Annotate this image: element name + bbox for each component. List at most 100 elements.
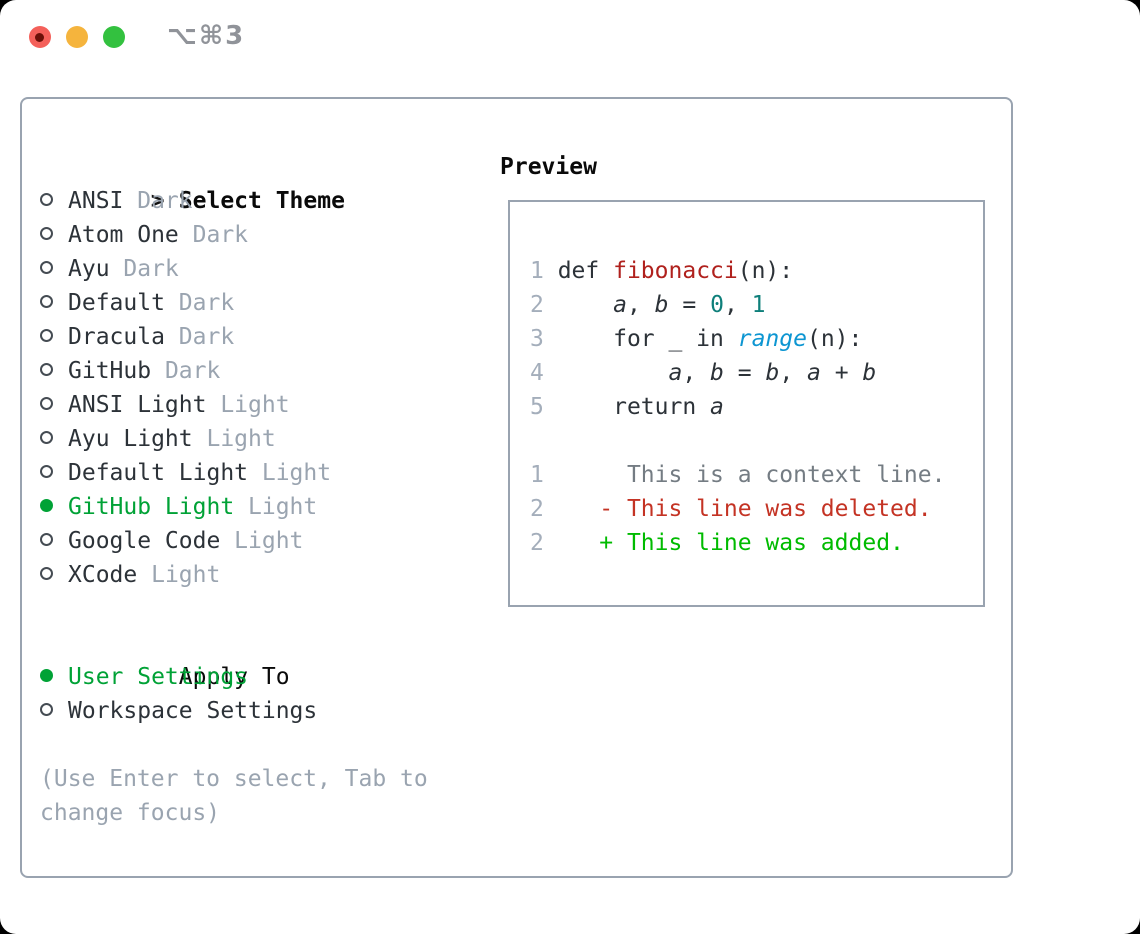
preview-title: Preview <box>500 154 597 180</box>
code-token: a <box>710 394 724 420</box>
code-token: + <box>820 360 863 386</box>
code-token: + This line was added. <box>543 530 904 556</box>
code-token: 0 <box>710 292 724 318</box>
line-number: 2 <box>530 496 544 522</box>
option-label: Workspace Settings <box>68 698 318 724</box>
option-label: Atom One <box>68 222 179 248</box>
line-number: 4 <box>530 360 544 386</box>
close-button[interactable] <box>29 26 51 48</box>
theme-option[interactable]: Default Light Light <box>40 456 495 490</box>
code-token: , <box>626 292 655 318</box>
line-number: 3 <box>530 326 544 352</box>
apply-to-option[interactable]: User Settings <box>40 660 495 694</box>
apply-to-title: Apply To <box>178 664 290 690</box>
line-number: 1 <box>530 258 544 284</box>
option-label: GitHub <box>68 358 152 384</box>
radio-selected-icon <box>40 669 53 682</box>
theme-option[interactable]: Default Dark <box>40 286 495 320</box>
code-token: b <box>654 292 669 318</box>
radio-unselected-icon <box>40 329 53 342</box>
line-number: 2 <box>530 292 544 318</box>
theme-option[interactable]: GitHub Light Light <box>40 490 495 524</box>
option-label: GitHub Light <box>68 494 235 520</box>
keyboard-hint: (Use Enter to select, Tab to change focu… <box>40 762 495 830</box>
radio-unselected-icon <box>40 295 53 308</box>
option-label: ANSI Light <box>68 392 207 418</box>
code-token: range <box>737 326 807 352</box>
option-label: User Settings <box>68 664 249 690</box>
variant-label: Light <box>220 392 290 418</box>
code-token: for _ in <box>543 326 738 352</box>
option-label: Ayu <box>68 256 110 282</box>
variant-label: Dark <box>123 256 179 282</box>
variant-label: Light <box>261 460 332 486</box>
radio-unselected-icon <box>40 533 53 546</box>
added-line: 2 + This line was added. <box>530 526 983 560</box>
context-line: 1 This is a context line. <box>530 458 983 492</box>
blank-line <box>530 424 983 458</box>
option-label: Default <box>68 290 165 316</box>
code-token <box>544 360 669 386</box>
theme-option[interactable]: GitHub Dark <box>40 354 495 388</box>
radio-unselected-icon <box>40 703 53 716</box>
code-token: b <box>862 360 877 386</box>
radio-unselected-icon <box>40 465 53 478</box>
theme-option[interactable]: ANSI Light Light <box>40 388 495 422</box>
code-token: This is a context line. <box>543 462 946 488</box>
prompt-caret-icon: > <box>150 188 165 214</box>
theme-option[interactable]: Ayu Dark <box>40 252 495 286</box>
variant-label: Light <box>248 494 318 520</box>
code-token: (n): <box>737 258 794 284</box>
apply-to-header: Apply To <box>40 626 495 690</box>
code-token: b <box>710 360 724 386</box>
code-token: = <box>668 292 711 318</box>
option-label: ANSI <box>68 188 124 214</box>
minimize-button[interactable] <box>66 26 88 48</box>
code-line: 2 a, b = 0, 1 <box>530 288 983 322</box>
radio-unselected-icon <box>40 261 53 274</box>
theme-option[interactable]: Atom One Dark <box>40 218 495 252</box>
code-token: a <box>668 360 683 386</box>
code-token: (n): <box>806 326 863 352</box>
radio-unselected-icon <box>40 397 53 410</box>
apply-to-option[interactable]: Workspace Settings <box>40 694 495 728</box>
option-label: Dracula <box>68 324 165 350</box>
code-line: 4 a, b = b, a + b <box>530 356 983 390</box>
spacer-row <box>40 592 495 626</box>
deleted-line: 2 - This line was deleted. <box>530 492 983 526</box>
code-token: , <box>682 360 711 386</box>
code-line: 3 for _ in range(n): <box>530 322 983 356</box>
variant-label: Light <box>234 528 304 554</box>
code-token: return <box>543 394 711 420</box>
radio-unselected-icon <box>40 227 53 240</box>
window-title: ⌥⌘3 <box>167 21 246 51</box>
variant-label: Dark <box>137 188 193 214</box>
radio-unselected-icon <box>40 363 53 376</box>
radio-unselected-icon <box>40 567 53 580</box>
code-token: - This line was deleted. <box>543 496 932 522</box>
titlebar: ⌥⌘3 <box>0 0 1140 74</box>
zoom-button[interactable] <box>103 26 125 48</box>
code-token <box>544 292 613 318</box>
code-token: , <box>779 360 808 386</box>
line-number: 2 <box>530 530 544 556</box>
option-label: XCode <box>68 562 138 588</box>
variant-label: Dark <box>164 358 221 384</box>
hint-line-1: (Use Enter to select, Tab to <box>40 766 428 792</box>
theme-option[interactable]: ANSI Dark <box>40 184 495 218</box>
variant-label: Dark <box>192 222 249 248</box>
code-token: 1 <box>751 292 766 318</box>
code-token: def <box>543 258 614 284</box>
option-label: Default Light <box>68 460 249 486</box>
variant-label: Dark <box>178 290 235 316</box>
code-token: fibonacci <box>613 258 738 284</box>
